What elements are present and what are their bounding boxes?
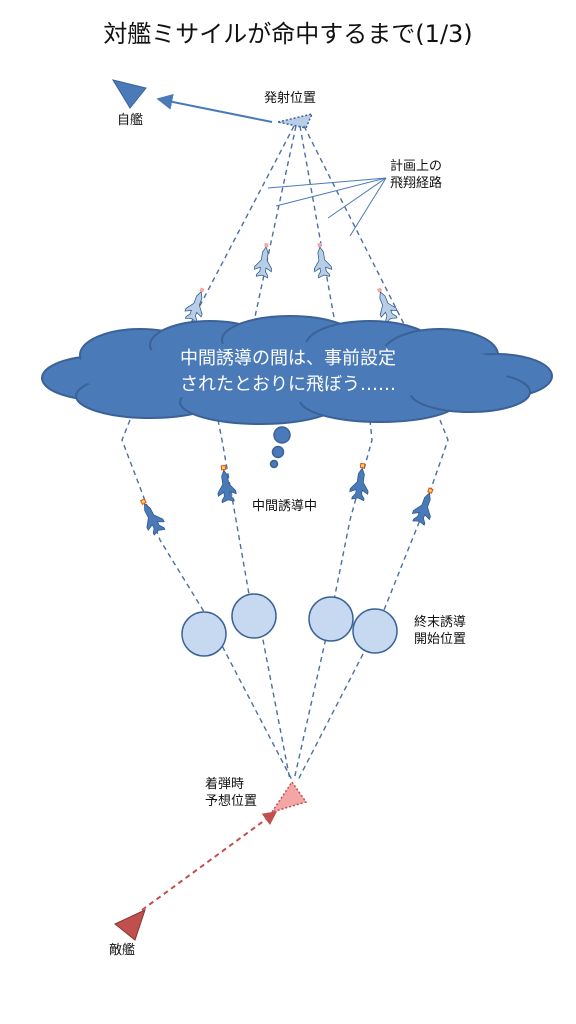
midcourse-label: 中間誘導中 [252,499,318,514]
page-title: 対艦ミサイルが命中するまで(1/3) [103,20,473,48]
planned-flight-paths [181,125,413,341]
thought-bubble-text: 中間誘導の間は、事前設定 されたとおりに飛ぼう…… [180,348,396,395]
own-ship-label: 自艦 [117,113,144,128]
thought-bubble-dots [269,426,291,469]
own-ship-direction-arrow [156,94,273,123]
missile-icon [348,462,372,502]
terminal-circle [231,593,277,639]
terminal-circle [352,608,398,654]
terminal-start-label: 終末誘導 開始位置 [414,615,467,647]
enemy-ship-icon [114,909,146,941]
predicted-impact-marker [270,780,308,814]
missile-icon [311,242,333,279]
enemy-ship-label: 敵艦 [109,943,136,958]
planned-path-leader-lines [267,177,387,237]
terminal-guidance-circles [181,593,398,657]
terminal-circle [181,611,227,657]
missile-icon [253,242,275,279]
launch-position-label: 発射位置 [264,91,317,106]
missile-icon [409,487,439,527]
midcourse-missile-icons [136,462,439,537]
missile-icon [136,498,168,537]
missile-icon [214,464,238,504]
missile-icon [371,287,401,324]
lower-flight-paths [121,419,449,781]
terminal-circle [308,596,354,642]
missile-icon [182,287,210,324]
launch-position-marker [277,112,314,129]
planned-missile-icons [182,242,401,324]
enemy-ship-direction-arrow [141,811,278,911]
predicted-impact-label: 着弾時 予想位置 [205,777,258,809]
planned-path-label: 計画上の 飛翔経路 [390,159,443,191]
own-ship-icon [111,79,147,109]
